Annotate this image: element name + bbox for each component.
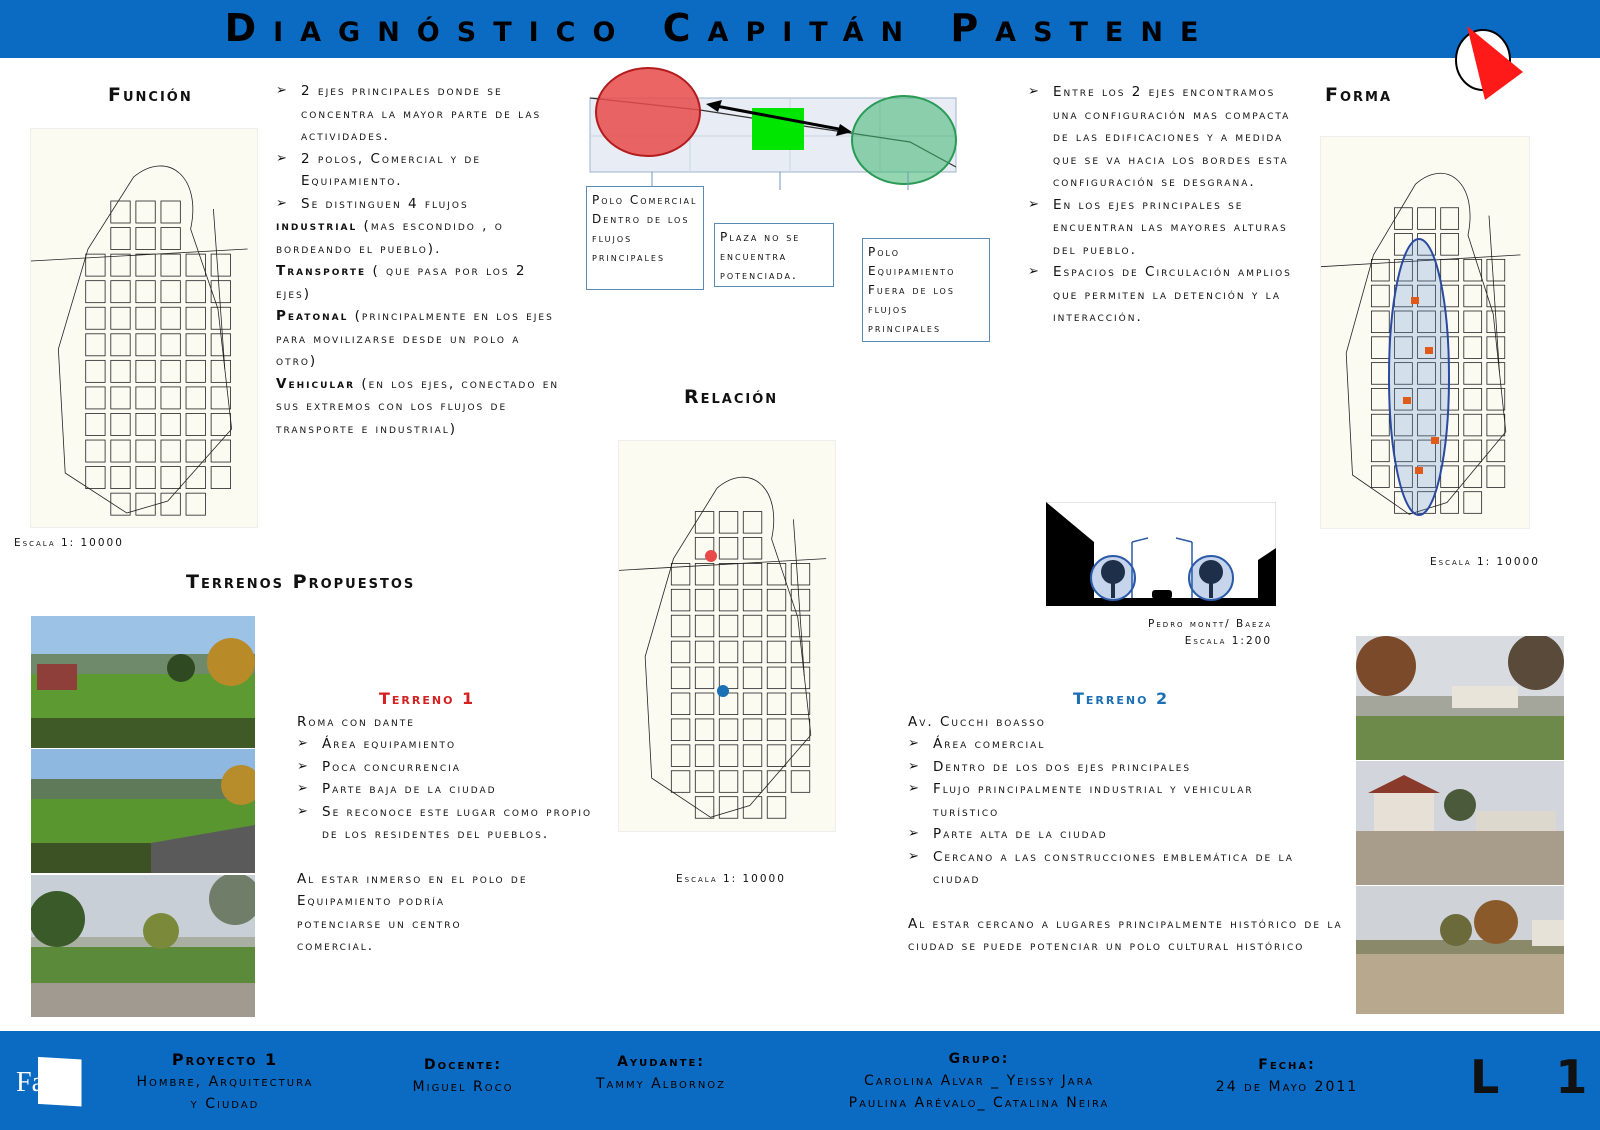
terreno1-location: Roma con dante [297,713,415,730]
terreno1-photo-3 [31,875,255,1017]
sheet-number: L 1 [1470,1050,1600,1104]
funcion-bullet: 2 polos, Comercial y de Equipamiento. [276,148,566,193]
footer-proyecto-sub: Hombre, Arquitectura y Ciudad [136,1074,314,1112]
terreno2-photo-3 [1356,886,1564,1014]
footer-bar [0,1031,1600,1130]
forma-text: Entre los 2 ejes encontramos una configu… [1028,81,1304,329]
flow-transporte: Transporte ( que pasa por los 2 ejes) [276,263,527,302]
terreno2-bullet: Área comercial [908,733,1298,756]
flow-peatonal: Peatonal (principalmente en los ejes par… [276,308,554,369]
flow-vehicular: Vehicular (en los ejes, conectado en sus… [276,375,560,437]
terreno1-text: Terreno 1 Roma con dante Área equipamien… [297,688,597,958]
footer-docente-name: Miguel Roco [412,1079,514,1095]
terreno2-photo-2 [1356,761,1564,885]
header-bar [0,0,1600,58]
terreno2-bullet: Parte alta de la ciudad [908,823,1298,846]
flow-industrial: industrial (mas escondido , o bordeando … [276,218,504,257]
box-plaza: Plaza no se encuentra potenciada. [714,223,834,287]
box-polo-comercial: Polo Comercial Dentro de los flujos prin… [586,186,704,290]
terreno1-bullet: Área equipamiento [297,733,597,756]
terreno2-photo-1 [1356,636,1564,760]
box-polo-equipamiento: Polo Equipamiento Fuera de los flujos pr… [862,238,990,342]
section-caption-line: Pedro montt/ Baeza [1148,618,1272,630]
polo-comercial-circle [595,67,701,157]
forma-tall-building [1411,297,1419,304]
relacion-scale: Escala 1: 10000 [676,873,786,885]
forma-bullet: Espacios de Circulación amplios que perm… [1028,261,1304,329]
terreno2-bullet: Dentro de los dos ejes principales [908,756,1298,779]
faug-logo: Faug [12,1051,83,1111]
forma-scale: Escala 1: 10000 [1430,556,1540,568]
footer-grupo-line1: Carolina Alvar _ Yeissy Jara [863,1073,1095,1089]
footer-proyecto: Proyecto 1 Hombre, Arquitectura y Ciudad [100,1049,350,1115]
forma-tall-building [1425,347,1433,354]
marker-polo-equipamiento [717,685,729,697]
footer-grupo: Grupo: Carolina Alvar _ Yeissy Jara Paul… [804,1048,1154,1114]
terreno1-bullet: Poca concurrencia [297,756,597,779]
forma-bullet: En los ejes principales se encuentran la… [1028,194,1304,262]
terreno1-bullet: Parte baja de la ciudad [297,778,597,801]
footer-grupo-line2: Paulina Arévalo_ Catalina Neira [848,1095,1110,1111]
funcion-bullet: Se distinguen 4 flujos [276,193,566,216]
relacion-heading: Relación [684,386,779,408]
funcion-map [30,128,258,528]
faug-logo-letters: Faug [16,1067,72,1098]
footer-docente: Docente: Miguel Roco [378,1054,548,1098]
terreno2-bullet: Flujo principalmente industrial y vehicu… [908,778,1298,823]
terreno1-photo-1 [31,616,255,748]
terreno2-bullet: Cercano a las construcciones emblemática… [908,846,1298,891]
terreno1-bullet: Se reconoce este lugar como propio de lo… [297,801,597,846]
terrenos-heading: Terrenos Propuestos [186,571,416,593]
footer-ayudante-name: Tammy Albornoz [595,1076,727,1092]
footer-ayudante-label: Ayudante: [617,1054,705,1070]
polo-equipamiento-circle [851,95,957,185]
section-caption: Pedro montt/ Baeza Escala 1:200 [1100,616,1272,650]
funcion-heading: Función [108,84,193,106]
terreno1-photo-2 [31,749,255,873]
footer-fecha-label: Fecha: [1258,1057,1316,1073]
footer-fecha-value: 24 de Mayo 2011 [1215,1079,1359,1095]
north-arrow-icon [1455,26,1523,100]
footer-docente-label: Docente: [424,1057,502,1073]
street-section-diagram [1046,502,1276,606]
terreno2-location: Av. Cucchi boasso [908,713,1046,730]
footer-fecha: Fecha: 24 de Mayo 2011 [1182,1054,1392,1098]
footer-grupo-label: Grupo: [948,1051,1010,1067]
relacion-map [618,440,836,832]
forma-tall-building [1431,437,1439,444]
terreno2-title: Terreno 2 [1073,689,1170,708]
forma-map [1320,136,1530,529]
footer-ayudante: Ayudante: Tammy Albornoz [566,1051,756,1095]
page-title: Diagnóstico Capitán Pastene [224,6,1216,50]
terreno1-title: Terreno 1 [379,689,476,708]
footer-proyecto-title: Proyecto 1 [171,1050,279,1069]
terreno1-conclusion: Al estar inmerso en el polo de Equipamie… [297,870,528,955]
funcion-bullet: 2 ejes principales donde se concentra la… [276,80,566,148]
forma-tall-building [1415,467,1423,474]
terreno2-conclusion: Al estar cercano a lugares principalment… [908,915,1343,955]
terreno2-text: Terreno 2 Av. Cucchi boasso Área comerci… [908,688,1348,958]
forma-heading: Forma [1325,84,1393,106]
forma-axis-ellipse [1388,238,1450,516]
funcion-scale: Escala 1: 10000 [14,537,124,549]
poles-diagram [589,67,957,190]
marker-polo-comercial [705,550,717,562]
forma-bullet: Entre los 2 ejes encontramos una configu… [1028,81,1304,194]
forma-tall-building [1403,397,1411,404]
funcion-text: 2 ejes principales donde se concentra la… [276,80,566,440]
section-caption-scale: Escala 1:200 [1184,635,1272,647]
